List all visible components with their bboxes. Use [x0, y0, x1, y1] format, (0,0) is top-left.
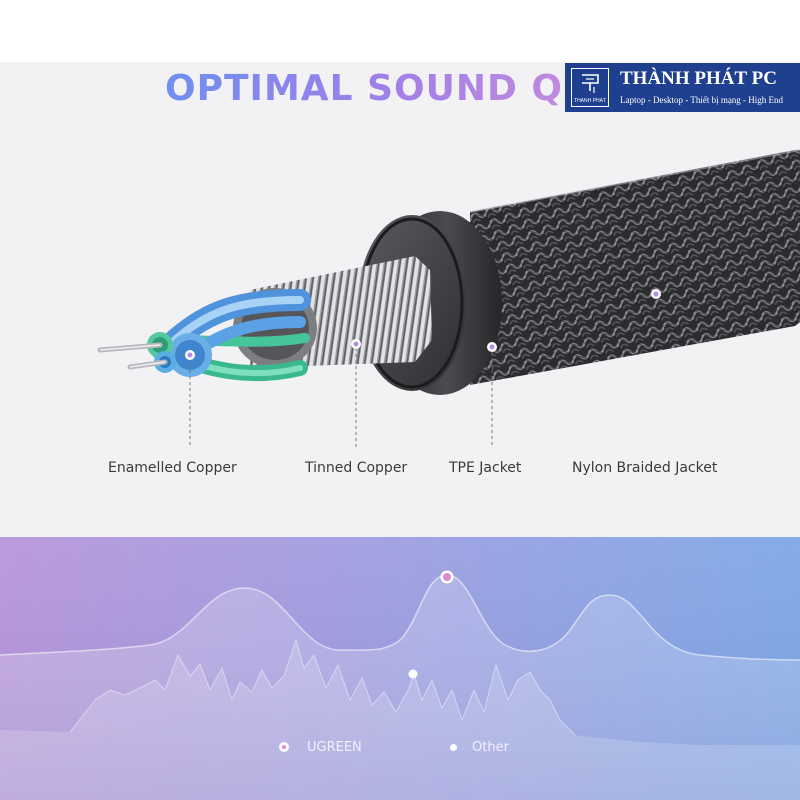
other-marker	[408, 669, 418, 679]
label-tpe-jacket: TPE Jacket	[449, 460, 522, 476]
ring-dot-center	[282, 745, 286, 749]
brand-tagline: Laptop - Desktop - Thiết bị mạng - High …	[620, 95, 784, 105]
dot-icon	[450, 744, 457, 751]
top-band	[0, 0, 800, 62]
brand-watermark: THÀNH PHÁT THÀNH PHÁT PC Laptop - Deskto…	[565, 63, 800, 112]
sound-wave-panel	[0, 537, 800, 800]
label-nylon-braided-jacket: Nylon Braided Jacket	[572, 460, 718, 476]
ugreen-wave	[0, 575, 800, 800]
brand-logo-icon: THÀNH PHÁT	[571, 68, 609, 107]
legend-ugreen: UGREEN	[307, 740, 362, 755]
label-tinned-copper: Tinned Copper	[305, 460, 408, 476]
brand-logo-text: THÀNH PHÁT	[574, 98, 606, 104]
copper-conductors	[97, 342, 168, 370]
headline: OPTIMAL SOUND QUA	[165, 64, 565, 114]
callout-markers	[185, 289, 661, 448]
other-wave	[0, 640, 800, 800]
legend-other: Other	[472, 740, 509, 755]
label-enamelled-copper: Enamelled Copper	[108, 460, 237, 476]
nylon-braid	[470, 150, 800, 385]
cable-illustration	[97, 149, 800, 448]
brand-name: THÀNH PHÁT PC	[620, 68, 777, 89]
